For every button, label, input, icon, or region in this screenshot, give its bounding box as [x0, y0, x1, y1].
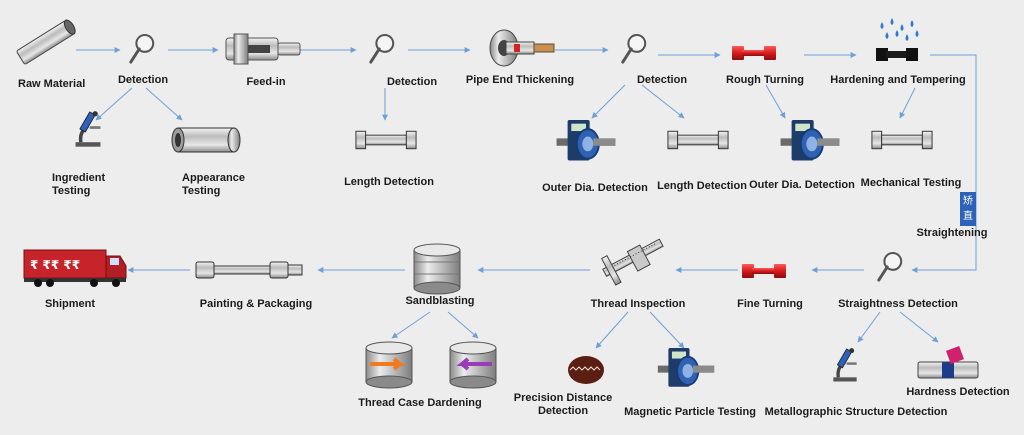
label-appearance-testing: Appearance Testing	[182, 172, 245, 197]
microscope-icon	[831, 346, 859, 384]
cylinder-icon	[171, 127, 241, 153]
label-outer-dia-detection-2: Outer Dia. Detection	[749, 179, 855, 191]
label-painting-packaging: Painting & Packaging	[199, 298, 313, 310]
straightening-tag: 矫直	[960, 192, 976, 226]
label-mechanical-testing: Mechanical Testing	[860, 177, 962, 189]
pipe-end-thickening-icon	[489, 29, 555, 67]
gauge-device-icon	[556, 120, 616, 162]
label-metallographic-structure-detection: Metallographic Structure Detection	[764, 406, 948, 418]
magnifier-icon	[369, 33, 395, 64]
magnifier-icon	[877, 251, 903, 282]
label-hardening-tempering: Hardening and Tempering	[830, 74, 966, 86]
label-thread-inspection: Thread Inspection	[590, 298, 686, 310]
microscope-icon	[73, 109, 103, 148]
magnifier-icon	[621, 33, 647, 64]
label-rough-turning: Rough Turning	[726, 74, 804, 86]
label-feed-in: Feed-in	[246, 76, 286, 88]
red-rod-icon	[732, 46, 776, 60]
magnifier-icon	[129, 33, 155, 64]
water-drops-icon	[880, 18, 919, 41]
label-straightening: Straightening	[916, 227, 988, 239]
label-ingredient-testing: Ingredient Testing	[52, 172, 106, 197]
label-sandblasting: Sandblasting	[405, 295, 475, 307]
black-rod-icon	[876, 48, 918, 61]
pipe-icon	[16, 19, 76, 65]
label-precision-distance-detection: Precision Distance Detection	[513, 392, 613, 417]
label-magnetic-particle-testing: Magnetic Particle Testing	[624, 406, 756, 418]
truck-icon: ₹ ₹₹ ₹₹	[23, 249, 127, 287]
label-hardness-detection: Hardness Detection	[906, 386, 1010, 398]
label-outer-dia-detection-1: Outer Dia. Detection	[542, 182, 648, 194]
sandblasting-drum-icon	[365, 341, 413, 389]
gauge-device-icon	[780, 120, 840, 162]
label-detection-3: Detection	[636, 74, 688, 86]
svg-text:₹ ₹₹ ₹₹: ₹ ₹₹ ₹₹	[30, 258, 80, 272]
flow-arrows	[76, 47, 977, 349]
thread-cut-icon	[568, 356, 604, 384]
pipe-segment-icon	[871, 130, 933, 150]
label-thread-case-dardening: Thread Case Dardening	[358, 397, 482, 409]
label-straightness-detection: Straightness Detection	[838, 298, 958, 310]
vernier-caliper-icon	[600, 238, 664, 286]
painted-rod-icon	[195, 261, 303, 279]
label-length-detection-2: Length Detection	[657, 180, 747, 192]
label-length-detection-1: Length Detection	[344, 176, 434, 188]
label-shipment: Shipment	[44, 298, 96, 310]
label-raw-material: Raw Material	[18, 78, 86, 90]
pipe-segment-icon	[355, 130, 417, 150]
sandblasting-drum-icon	[413, 243, 461, 295]
feed-in-machine-icon	[225, 33, 301, 65]
label-fine-turning: Fine Turning	[737, 298, 803, 310]
pipe-segment-icon	[667, 130, 729, 150]
label-detection-2: Detection	[386, 76, 438, 88]
red-rod-icon	[742, 264, 786, 278]
label-pipe-end-thickening: Pipe End Thickening	[465, 74, 575, 86]
hardness-tester-icon	[917, 346, 979, 379]
sandblasting-drum-icon	[449, 341, 497, 389]
label-detection-1: Detection	[117, 74, 169, 86]
gauge-device-icon	[656, 348, 716, 388]
